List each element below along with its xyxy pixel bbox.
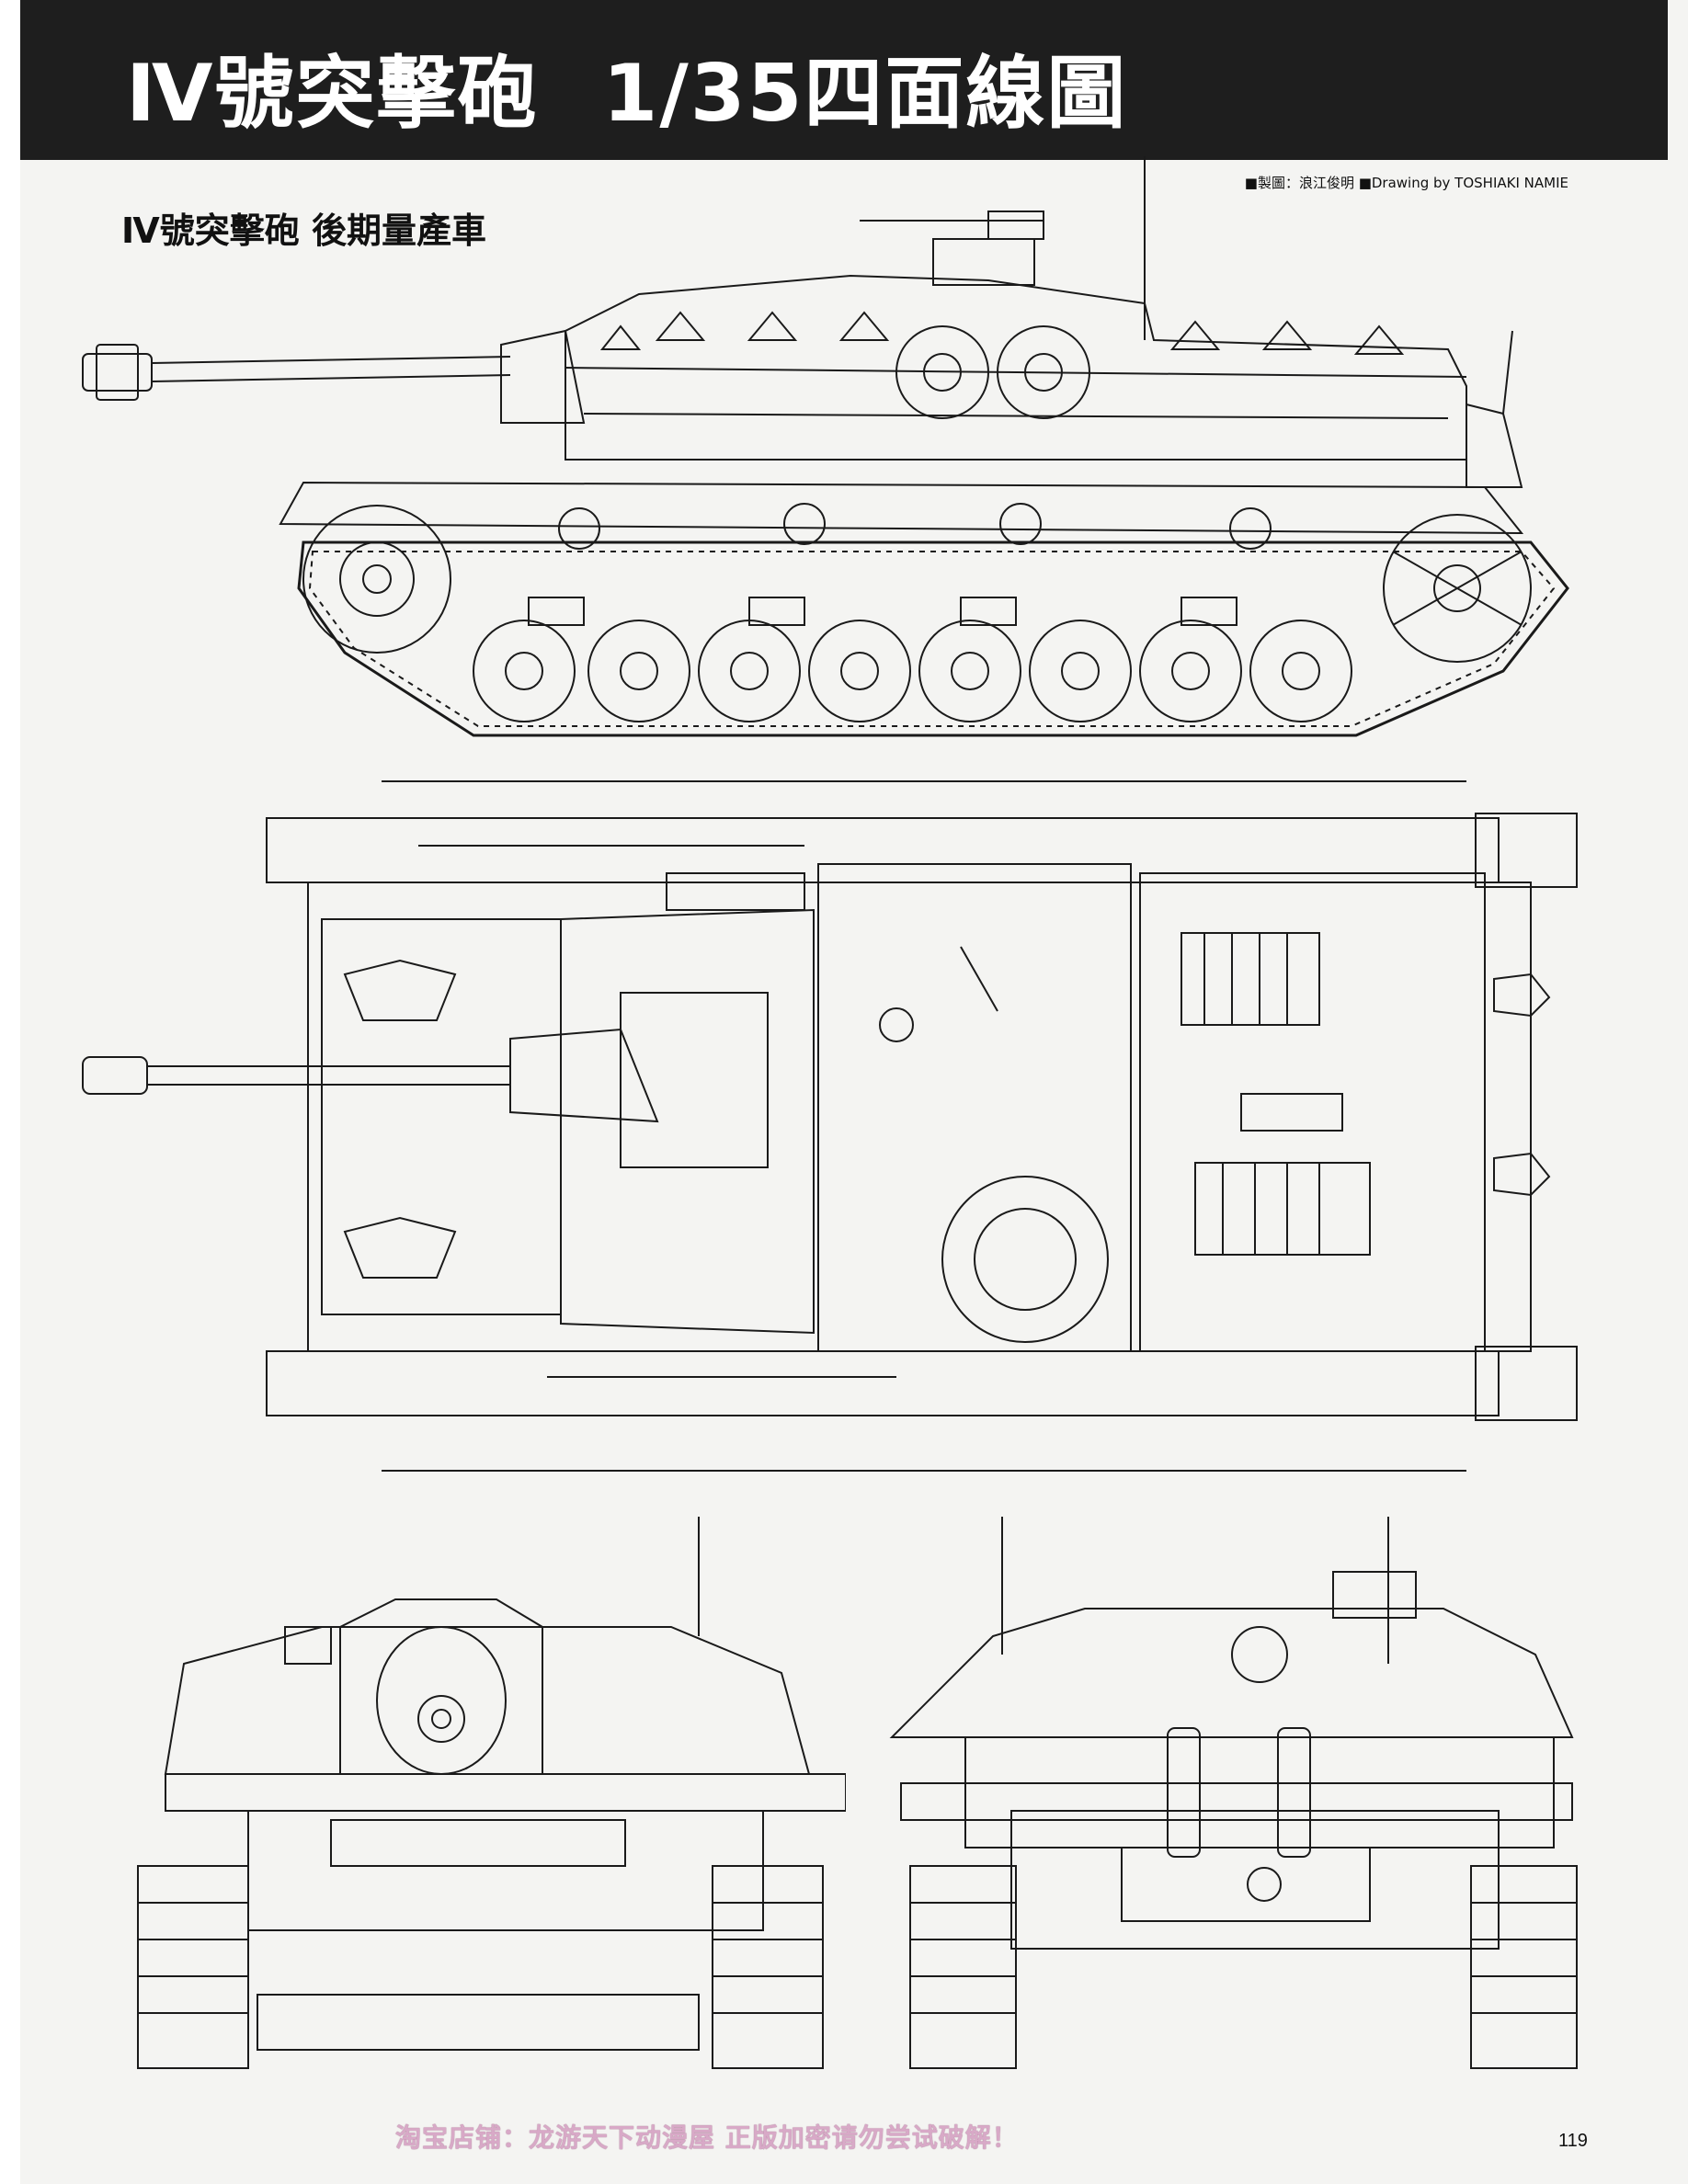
page-margin [0,0,20,2184]
top-view-drawing [69,763,1623,1517]
drawing-credit: ■製圖：浪江俊明 ■Drawing by TOSHIAKI NAMIE [1244,175,1568,191]
header-band: Ⅳ號突擊砲 1/35四面線圖 [20,0,1668,160]
side-view-drawing [69,156,1623,754]
title-right: 1/35四面線圖 [602,48,1128,140]
drawing-subtitle: Ⅳ號突擊砲 後期量產車 [121,210,486,251]
watermark-text: 淘宝店铺：龙游天下动漫屋 正版加密请勿尝试破解！ [395,2122,1019,2153]
front-view-drawing [110,1517,846,2087]
title-left: Ⅳ號突擊砲 [126,48,539,140]
page-title: Ⅳ號突擊砲 1/35四面線圖 [126,48,1127,140]
page-number: 119 [1558,2131,1588,2151]
rear-view-drawing [855,1517,1618,2087]
